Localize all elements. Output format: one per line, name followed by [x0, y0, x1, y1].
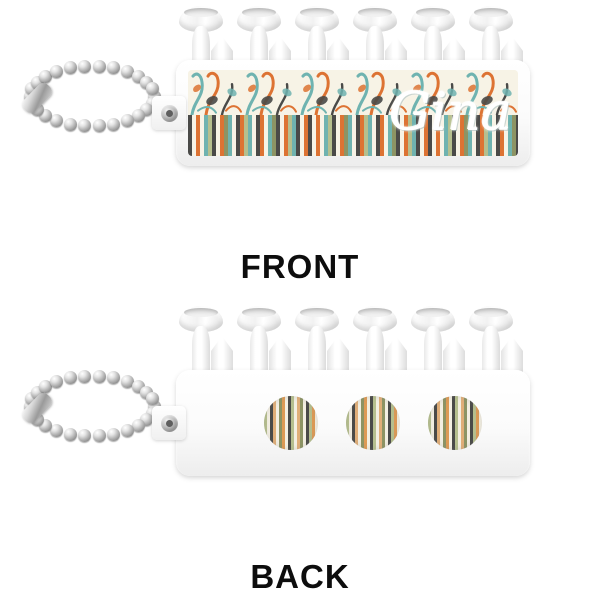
- front-product-view: Gina FRONT: [14, 6, 530, 285]
- chain-bead: [63, 371, 77, 385]
- chain-bead: [92, 429, 106, 443]
- chain-bead: [63, 117, 77, 131]
- back-striped-dot: [428, 396, 482, 450]
- chain-bead: [145, 392, 159, 406]
- chain-bead: [63, 61, 77, 75]
- chain-bead: [50, 114, 64, 128]
- back-chain-tab: [152, 406, 186, 440]
- chain-bead: [39, 379, 53, 393]
- front-caption: FRONT: [240, 248, 360, 285]
- chain-bead: [145, 82, 159, 96]
- front-ball-chain: [14, 42, 184, 162]
- chain-bead: [131, 419, 145, 433]
- front-printed-label: Gina: [188, 70, 518, 156]
- chain-bead: [50, 374, 64, 388]
- stripe-pattern-band: [188, 114, 518, 156]
- chain-bead: [92, 59, 106, 73]
- chain-bead: [39, 69, 53, 83]
- back-grommet-icon: [161, 415, 178, 432]
- floral-pattern-band: [188, 70, 518, 115]
- chain-bead: [50, 64, 64, 78]
- front-chain-tab: [152, 96, 186, 130]
- chain-bead: [120, 114, 134, 128]
- chain-bead: [92, 119, 106, 133]
- chain-bead: [120, 424, 134, 438]
- chain-bead: [78, 119, 92, 133]
- chain-bead: [107, 371, 121, 385]
- chain-bead: [50, 424, 64, 438]
- chain-bead: [107, 427, 121, 441]
- chain-bead: [63, 427, 77, 441]
- chain-bead: [78, 59, 92, 73]
- chain-bead: [78, 429, 92, 443]
- front-holder-body: Gina: [176, 60, 530, 166]
- back-holder-body: [176, 370, 530, 476]
- back-caption: BACK: [250, 558, 350, 595]
- front-grommet-icon: [161, 105, 178, 122]
- chain-bead: [120, 374, 134, 388]
- chain-bead: [120, 64, 134, 78]
- back-striped-dot: [264, 396, 318, 450]
- chain-bead: [131, 109, 145, 123]
- chain-bead: [107, 117, 121, 131]
- chain-bead: [107, 61, 121, 75]
- back-product-view: BACK: [0, 300, 600, 600]
- chain-bead: [78, 369, 92, 383]
- back-striped-dot: [346, 396, 400, 450]
- chain-bead: [92, 369, 106, 383]
